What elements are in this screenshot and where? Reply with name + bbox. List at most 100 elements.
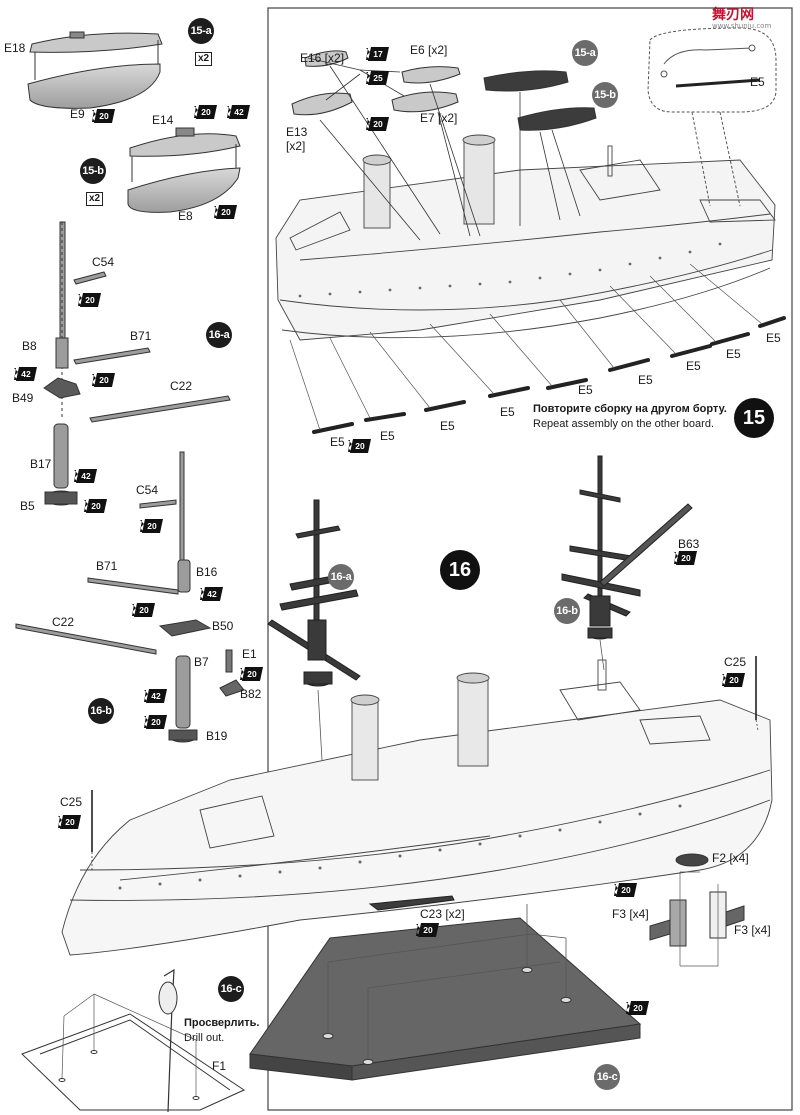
label-f2: F2 [x4] bbox=[712, 851, 749, 865]
label-e5: E5 bbox=[440, 419, 455, 433]
label-b82: B82 bbox=[240, 687, 262, 701]
glue-code: 20 bbox=[65, 817, 75, 827]
label-c22-b: C22 bbox=[52, 615, 75, 629]
glue-code: 20 bbox=[423, 925, 433, 935]
label-e9: E9 bbox=[70, 107, 85, 121]
mast-16b-parts bbox=[15, 451, 245, 743]
label-b19: B19 bbox=[206, 729, 228, 743]
step-16a-badge: 16-a bbox=[206, 322, 232, 348]
label-e5: E5 bbox=[330, 435, 345, 449]
label-e5: E5 bbox=[766, 331, 781, 345]
label-e14: E14 bbox=[152, 113, 174, 127]
label-c25-right: C25 bbox=[724, 655, 747, 669]
label-e7: E7 [x2] bbox=[420, 111, 458, 125]
glue-code: 42 bbox=[234, 107, 244, 117]
glue-code: 20 bbox=[247, 669, 257, 679]
label-c22: C22 bbox=[170, 379, 193, 393]
rails-e5 bbox=[312, 316, 786, 434]
label-e13: E13 bbox=[286, 125, 308, 139]
glue-code: 42 bbox=[81, 471, 91, 481]
label-b7: B7 bbox=[194, 655, 209, 669]
label-e18: E18 bbox=[4, 41, 26, 55]
label-e5-detail: E5 bbox=[750, 75, 765, 89]
mast-16a-parts bbox=[43, 221, 231, 506]
label-f3-left: F3 [x4] bbox=[612, 907, 649, 921]
watermark-url: www.shuniu.com bbox=[712, 22, 772, 30]
glue-code: 42 bbox=[151, 691, 161, 701]
label-b8: B8 bbox=[22, 339, 37, 353]
label-b71-b: B71 bbox=[96, 559, 118, 573]
glue-code: 20 bbox=[729, 675, 739, 685]
label-c54: C54 bbox=[92, 255, 115, 269]
drill-note-en: Drill out. bbox=[184, 1032, 225, 1044]
ship-hull-step16 bbox=[61, 659, 773, 956]
glue-code: 20 bbox=[373, 119, 383, 129]
label-b17: B17 bbox=[30, 457, 52, 471]
glue-code: 20 bbox=[147, 521, 157, 531]
label-e16: E16 [x2] bbox=[300, 51, 345, 65]
watermark-cn: 舞刃网 bbox=[712, 7, 754, 23]
glue-code: 20 bbox=[633, 1003, 643, 1013]
glue-code: 20 bbox=[85, 295, 95, 305]
step-15a-badge: 15-a bbox=[188, 18, 214, 44]
step-15-badge: 15 bbox=[734, 398, 774, 438]
label-b5: B5 bbox=[20, 499, 35, 513]
label-c23: C23 [x2] bbox=[420, 907, 465, 921]
boat-e14-e8 bbox=[127, 127, 241, 213]
label-e5: E5 bbox=[638, 373, 653, 387]
glue-code: 20 bbox=[221, 207, 231, 217]
glue-code: 20 bbox=[99, 111, 109, 121]
detail-bubble bbox=[647, 27, 777, 207]
glue-code: 20 bbox=[201, 107, 211, 117]
label-f1: F1 bbox=[212, 1059, 227, 1073]
glue-code: 20 bbox=[139, 605, 149, 615]
glue-code: 42 bbox=[21, 369, 31, 379]
leader-lines-step15 bbox=[307, 57, 581, 241]
multiplier-x2: x2 bbox=[195, 52, 213, 66]
brackets-f2-f3 bbox=[649, 853, 745, 967]
mast-16a-assembled bbox=[267, 499, 361, 761]
step-15a-ref: 15-a bbox=[572, 40, 598, 66]
drill-base bbox=[21, 968, 246, 1113]
step-16-badge: 16 bbox=[440, 550, 480, 590]
step-16c-badge: 16-c bbox=[218, 976, 244, 1002]
label-e5: E5 bbox=[726, 347, 741, 361]
label-c25-left: C25 bbox=[60, 795, 83, 809]
drill-note-ru: Просверлить. bbox=[184, 1017, 260, 1029]
label-f3-right: F3 [x4] bbox=[734, 923, 771, 937]
label-e6: E6 [x2] bbox=[410, 43, 448, 57]
label-e5: E5 bbox=[578, 383, 593, 397]
label-c54-b: C54 bbox=[136, 483, 159, 497]
boat-e18-e9 bbox=[27, 31, 163, 109]
label-b50: B50 bbox=[212, 619, 234, 633]
glue-badge-numbers: 20 20 42 20 20 42 20 42 20 20 42 20 20 4… bbox=[21, 49, 739, 1013]
label-e13-qty: [x2] bbox=[286, 139, 306, 153]
step-15b-ref: 15-b bbox=[592, 82, 618, 108]
flagstaffs-c25 bbox=[91, 656, 759, 870]
label-b63: B63 bbox=[678, 537, 700, 551]
watermark-logo: 舞刃网 www.shuniu.com bbox=[712, 4, 771, 30]
rail-leaders bbox=[289, 263, 763, 431]
ship-hull-step15 bbox=[275, 134, 776, 341]
glue-code: 20 bbox=[621, 885, 631, 895]
repeat-note-en: Repeat assembly on the other board. bbox=[533, 418, 715, 430]
glue-code: 20 bbox=[355, 441, 365, 451]
repeat-note-ru: Повторите сборку на другом борту. bbox=[533, 403, 727, 415]
step-15b-badge: 15-b bbox=[80, 158, 106, 184]
boats-step15 bbox=[291, 50, 597, 131]
label-e1: E1 bbox=[242, 647, 257, 661]
glue-code: 42 bbox=[207, 589, 217, 599]
step-16b-badge: 16-b bbox=[88, 698, 114, 724]
portholes bbox=[298, 242, 722, 298]
part-c23 bbox=[368, 895, 455, 911]
step-16c-ref: 16-c bbox=[594, 1064, 620, 1090]
multiplier-x2: x2 bbox=[86, 192, 104, 206]
step-16a-ref: 16-a bbox=[328, 564, 354, 590]
label-e5: E5 bbox=[686, 359, 701, 373]
label-b49: B49 bbox=[12, 391, 34, 405]
glue-code: 20 bbox=[99, 375, 109, 385]
mast-16b-assembled bbox=[561, 455, 693, 671]
glue-code: 20 bbox=[91, 501, 101, 511]
label-e8: E8 bbox=[178, 209, 193, 223]
